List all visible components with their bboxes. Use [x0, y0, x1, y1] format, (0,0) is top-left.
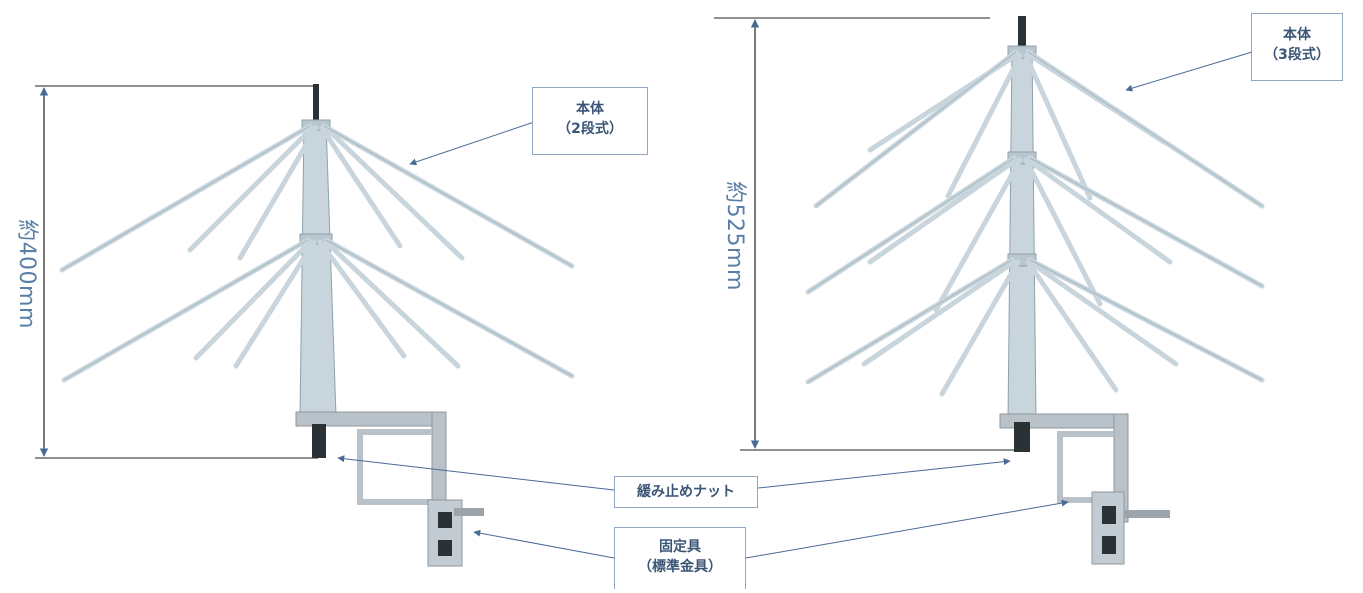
- pointer-left-fixture: [473, 529, 615, 559]
- left-top-tip: [313, 84, 319, 122]
- pointer-right-fixture: [745, 499, 1069, 559]
- pointer-lines: [337, 51, 1253, 559]
- fixture-callout-title: 固定具: [659, 539, 701, 555]
- left-body-callout-title: 本体: [576, 101, 604, 117]
- left-bracket: [295, 411, 484, 567]
- right-bracket: [999, 413, 1170, 565]
- left-dimension-label: 約400mm: [14, 219, 39, 329]
- lock-nut-callout-text: 緩み止めナット: [637, 484, 735, 500]
- right-top-tip: [1018, 16, 1026, 46]
- left-mast: [299, 121, 337, 417]
- pointer-left-nut: [337, 455, 615, 491]
- right-antenna: [714, 16, 1265, 565]
- left-hub-mid: [299, 233, 333, 245]
- left-lock-nut: [312, 424, 326, 458]
- right-lock-nut: [1014, 422, 1030, 452]
- fixture-callout: 固定具 （標準金具）: [614, 527, 746, 589]
- left-body-callout: 本体 （2段式）: [532, 87, 648, 155]
- pointer-right-nut: [757, 458, 1011, 489]
- right-mast: [1007, 45, 1037, 421]
- right-dimension-label: 約525mm: [722, 181, 747, 291]
- right-body-callout: 本体 （3段式）: [1251, 13, 1343, 81]
- left-antenna: [35, 84, 575, 567]
- pointer-right-body: [1125, 51, 1253, 92]
- lock-nut-callout: 緩み止めナット: [614, 476, 758, 508]
- right-body-callout-title: 本体: [1283, 27, 1311, 43]
- pointer-left-body: [409, 119, 541, 166]
- left-body-callout-subtitle: （2段式）: [557, 121, 623, 137]
- right-body-callout-subtitle: （3段式）: [1264, 47, 1330, 63]
- fixture-callout-subtitle: （標準金具）: [638, 559, 722, 575]
